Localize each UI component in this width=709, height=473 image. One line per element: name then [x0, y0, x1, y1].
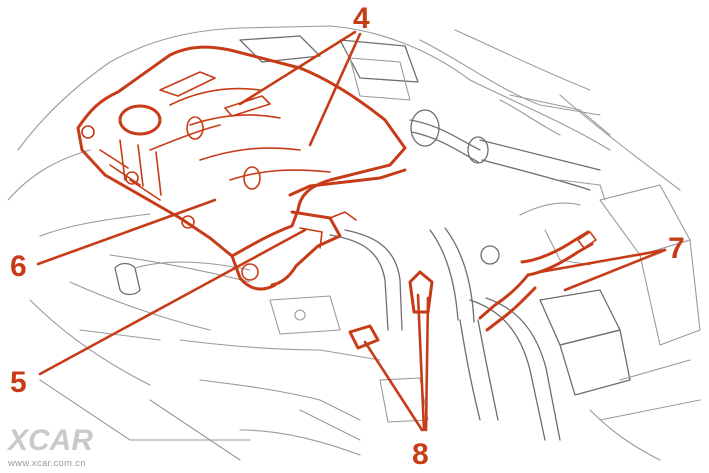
leader-8c [424, 296, 430, 432]
callout-6: 6 [10, 250, 27, 283]
clip-highlights [348, 270, 434, 350]
hose-highlight [478, 230, 597, 332]
leader-6 [36, 198, 217, 266]
leader-8a [363, 340, 424, 432]
xcar-watermark: XCAR www.xcar.com.cn [6, 424, 93, 469]
leader-7a [538, 248, 667, 274]
callout-4: 4 [353, 2, 370, 35]
leader-7b [563, 248, 667, 292]
engine-bay-linework [7, 25, 701, 461]
callout-leaders [36, 30, 667, 432]
intake-cover-highlight [76, 45, 407, 291]
leader-4a [238, 30, 357, 106]
callout-7: 7 [668, 232, 685, 265]
leader-5 [38, 228, 307, 376]
callout-labels: 4 6 5 7 8 [10, 2, 685, 471]
xcar-logo: XCAR [6, 424, 93, 457]
xcar-url: www.xcar.com.cn [7, 458, 86, 469]
leader-8b [416, 293, 426, 432]
callout-8: 8 [412, 438, 429, 471]
callout-5: 5 [10, 366, 27, 399]
leader-4b [308, 32, 362, 147]
